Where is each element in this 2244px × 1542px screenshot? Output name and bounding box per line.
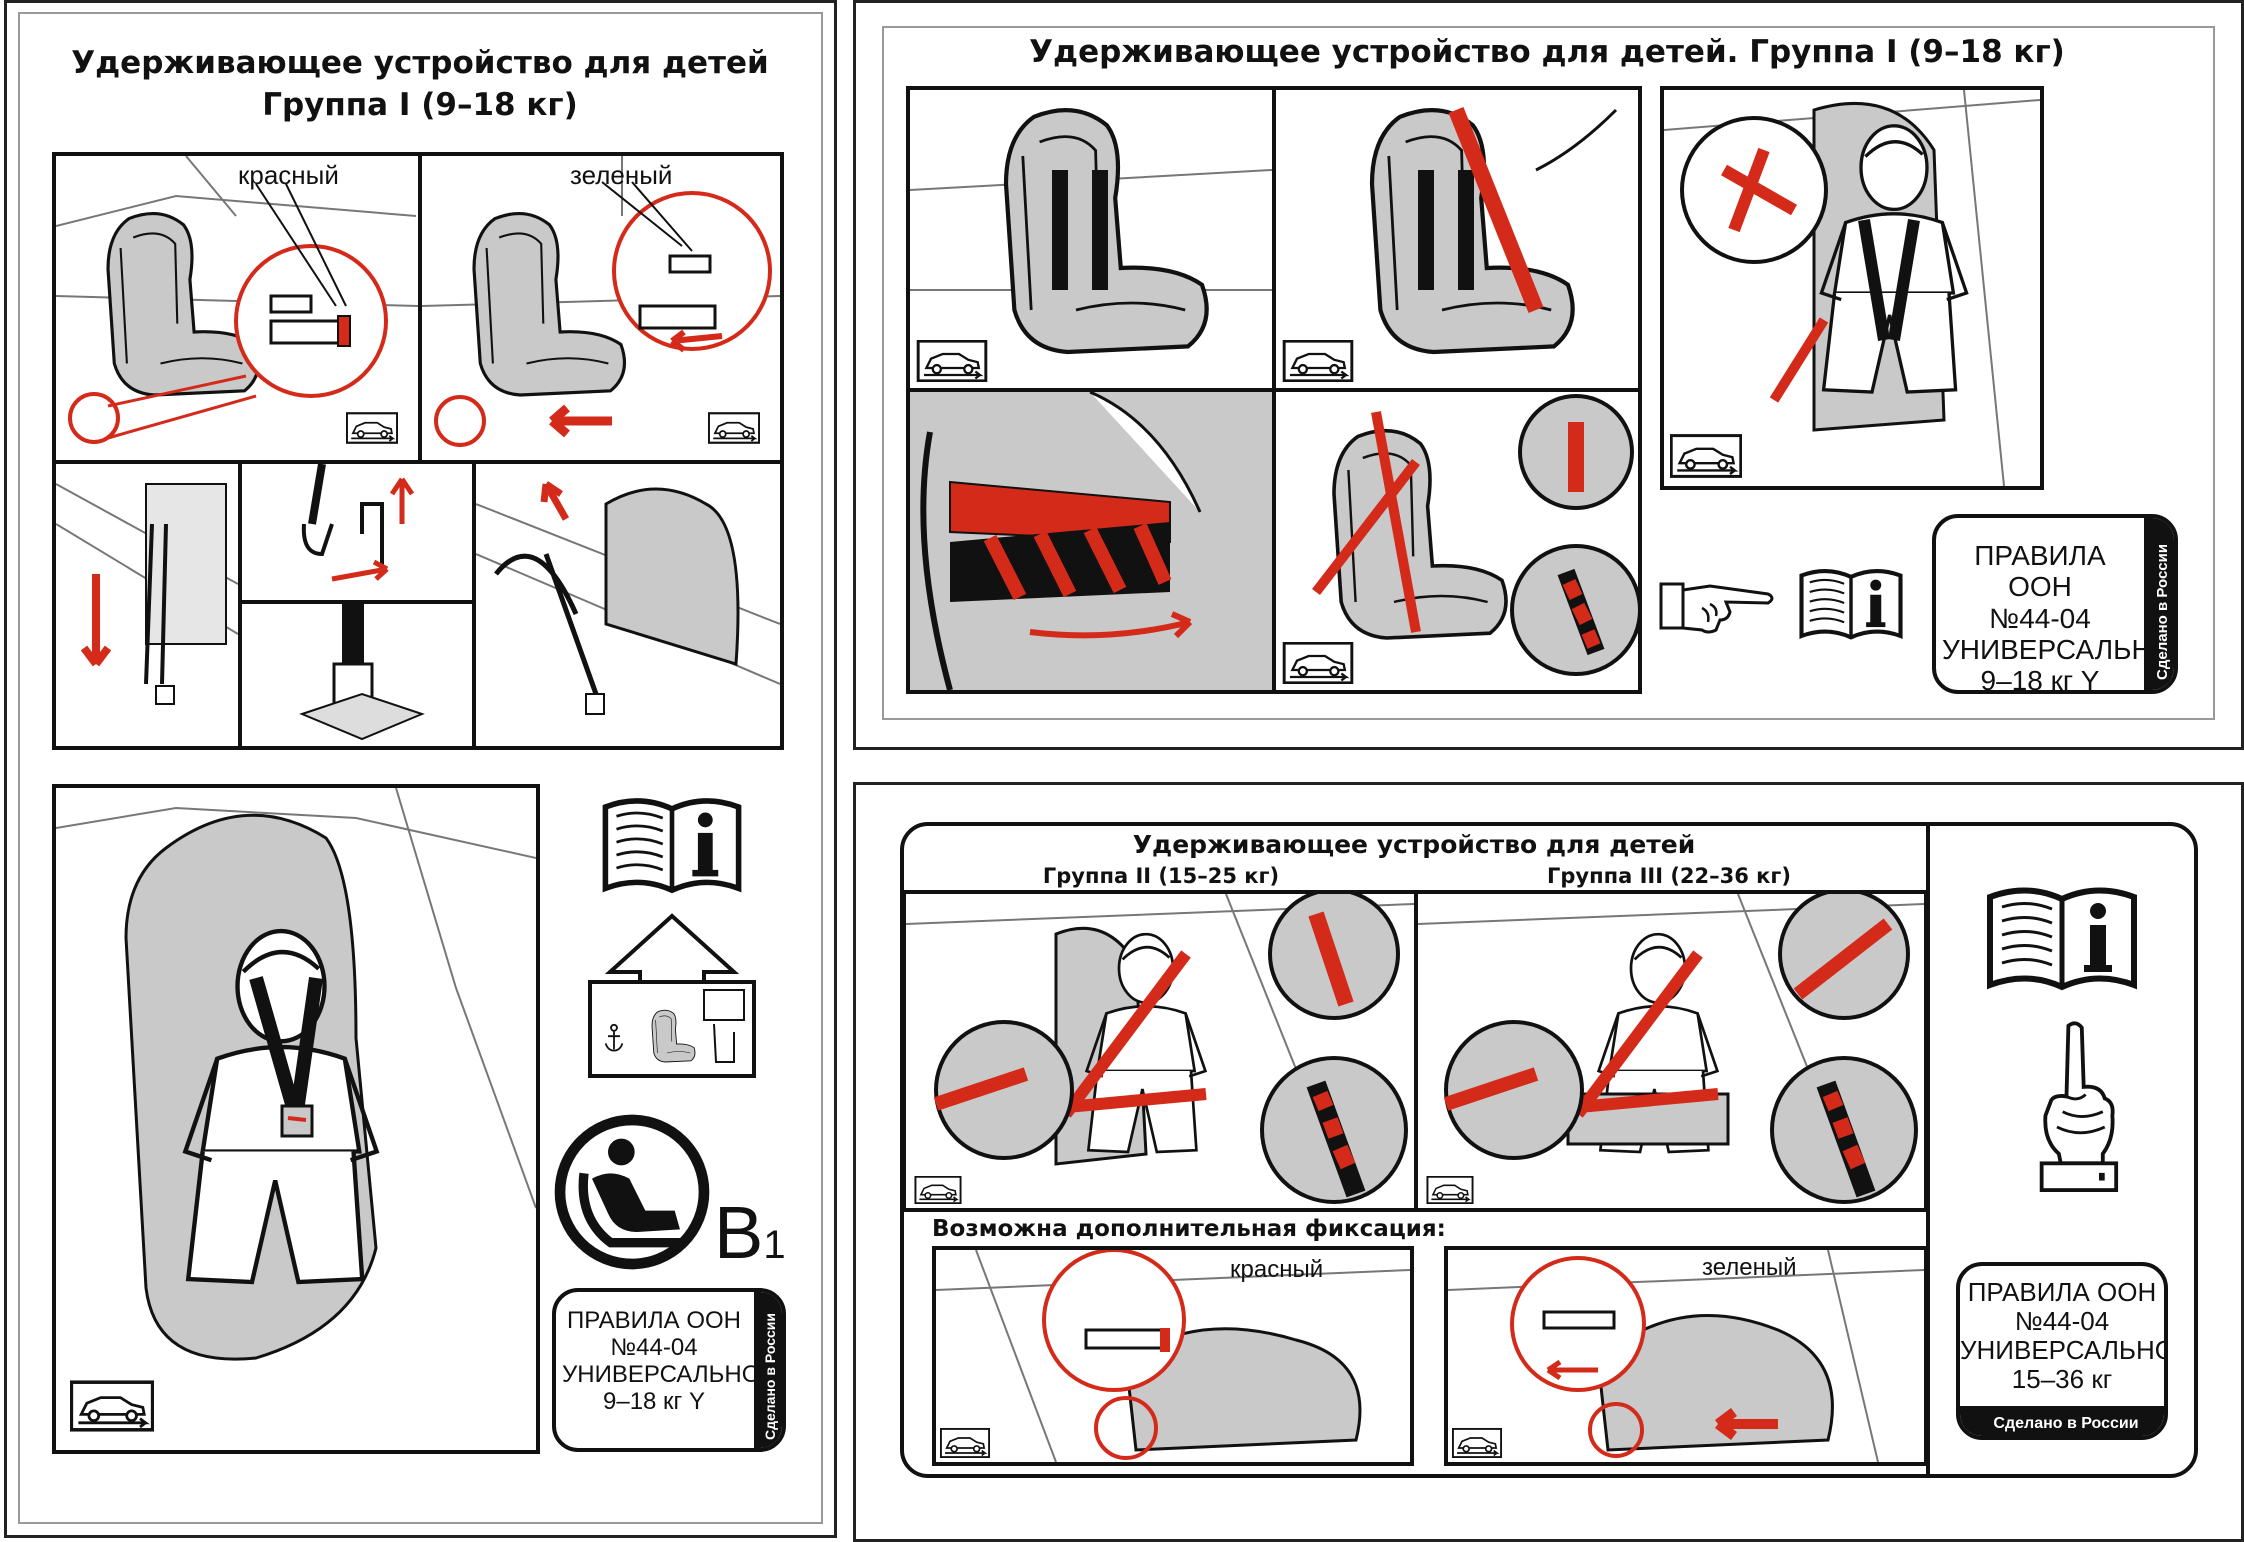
br-badge-text: ПРАВИЛА ООН №44-04 УНИВЕРСАЛЬНОЕ 15–36 к… <box>1960 1277 2164 1395</box>
tr-adjust-strap <box>906 388 1276 694</box>
tr-badge-line3: УНИВЕРСАЛЬНОЕ <box>1942 634 2178 666</box>
tr-approval-badge: ПРАВИЛА ООН №44-04 УНИВЕРСАЛЬНОЕ 9–18 кг… <box>1932 514 2178 694</box>
br-group3-child <box>1414 890 1928 1212</box>
tr-badge-made-in-strip: Сделано в России <box>2144 518 2174 690</box>
br-group2-child <box>902 890 1418 1212</box>
br-extra-fixation: Возможна дополнительная фиксация: <box>932 1216 1446 1242</box>
tr-seat-belt-pull <box>1272 86 1642 392</box>
tr-badge-line2: №44-04 <box>1989 602 2091 634</box>
left-step-isofix-red <box>52 152 422 464</box>
left-badge-line1: ПРАВИЛА ООН <box>566 1307 741 1334</box>
tr-badge-line4: 9–18 кг Y <box>1980 665 2100 694</box>
br-group3: Группа III (22–36 кг) <box>1546 864 1792 888</box>
top-right-title: Удерживающее устройство для детей. Групп… <box>1029 34 2065 70</box>
br-badge-line1: ПРАВИЛА ООН <box>1967 1277 2157 1307</box>
left-title-line1: Удерживающее устройство для детей <box>71 45 769 81</box>
tr-badge-line1: ПРАВИЛА ООН <box>1974 540 2106 603</box>
left-info-book-icon <box>598 788 746 900</box>
br-callout-red: красный <box>1230 1256 1324 1283</box>
br-isofix-green <box>1444 1246 1928 1466</box>
left-approval-badge: ПРАВИЛА ООН №44-04 УНИВЕРСАЛЬНОЕ 9–18 кг… <box>552 1288 786 1452</box>
br-title: Удерживающее устройство для детей <box>1132 830 1696 859</box>
left-isofix-seat-icon <box>552 1112 712 1272</box>
tr-pointing-hand-icon <box>1658 572 1778 642</box>
left-label-inner-border <box>18 12 823 1524</box>
br-isofix-red <box>932 1246 1414 1466</box>
bottom-right-divider <box>1926 822 1930 1478</box>
br-callout-green: зеленый <box>1702 1254 1797 1281</box>
tr-seat-open <box>906 86 1276 392</box>
left-up-arrow-instruction-icon <box>584 912 760 1080</box>
br-finger-up-icon <box>2034 1014 2120 1198</box>
br-badge-made-in-strip: Сделано в России <box>1960 1406 2164 1436</box>
br-group2: Группа II (15–25 кг) <box>1042 864 1280 888</box>
br-approval-badge: ПРАВИЛА ООН №44-04 УНИВЕРСАЛЬНОЕ 15–36 к… <box>1956 1262 2168 1440</box>
br-badge-made-in: Сделано в России <box>1993 1415 2139 1432</box>
br-badge-line3: УНИВЕРСАЛЬНОЕ <box>1960 1335 2164 1366</box>
top-right-inner-border <box>882 26 2215 720</box>
left-isofix-class-sub: 1 <box>763 1223 786 1267</box>
left-callout-green: зеленый <box>570 160 673 190</box>
left-title-line2: Группа I (9–18 кг) <box>262 87 578 123</box>
left-badge-made-in: Сделано в России <box>762 1313 778 1440</box>
tr-check-strap <box>1272 388 1642 694</box>
left-callout-red: красный <box>238 160 339 190</box>
left-badge-line4: 9–18 кг Y <box>603 1387 705 1415</box>
tr-info-book-icon <box>1796 560 1906 646</box>
left-step-isofix-green <box>418 152 784 464</box>
left-label-title: Удерживающее устройство для детей Группа… <box>20 42 820 126</box>
left-step-tether-anchor <box>238 600 476 750</box>
left-step-belt-down <box>52 460 242 750</box>
left-badge-line2: №44-04 <box>610 1333 698 1361</box>
left-isofix-class-letter: B <box>714 1191 764 1274</box>
left-badge-made-in-strip: Сделано в России <box>754 1292 782 1448</box>
tr-badge-made-in: Сделано в России <box>2154 543 2171 680</box>
br-badge-line4: 15–36 кг <box>2011 1364 2113 1395</box>
tr-badge-text: ПРАВИЛА ООН №44-04 УНИВЕРСАЛЬНОЕ 9–18 кг… <box>1942 540 2178 694</box>
left-step-belt-up <box>472 460 784 750</box>
tr-child-buckled <box>1660 86 2044 490</box>
br-badge-line2: №44-04 <box>2014 1306 2110 1337</box>
left-step-tether-hook <box>238 460 476 605</box>
br-info-book-icon <box>1982 876 2142 998</box>
left-child-seated <box>52 784 540 1454</box>
left-isofix-class: B1 <box>714 1196 786 1282</box>
left-badge-line3: УНИВЕРСАЛЬНОЕ <box>562 1360 777 1388</box>
left-badge-text: ПРАВИЛА ООН №44-04 УНИВЕРСАЛЬНОЕ 9–18 кг… <box>562 1307 777 1416</box>
